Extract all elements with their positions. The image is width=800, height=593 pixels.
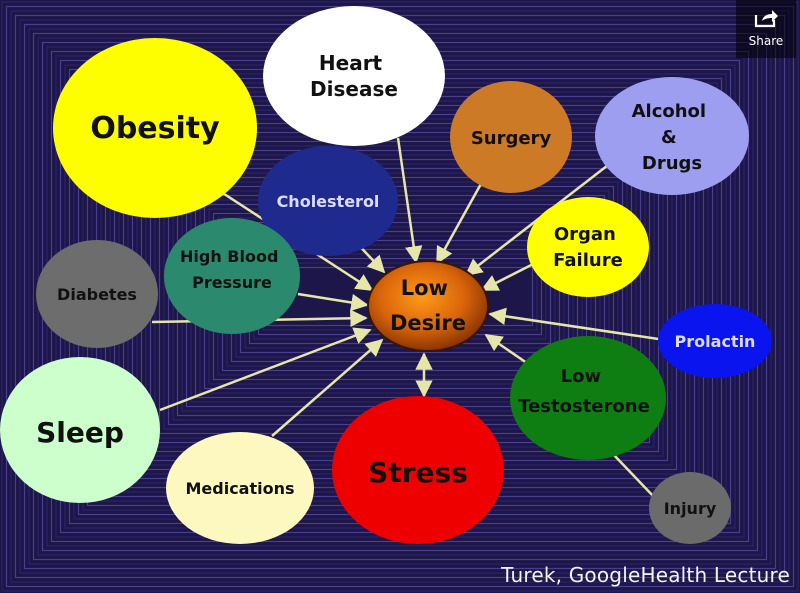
node-alcohol-label-2: & [661,127,677,148]
svg-text:Heart Disease: Heart Disease [310,51,398,101]
node-heart-disease: Heart Disease [263,6,445,146]
node-organ-failure: Organ Failure [527,197,649,297]
background-frame [14,14,786,579]
node-sleep-label: Sleep [36,416,124,449]
node-high-blood-pressure: High Blood Pressure [164,218,300,334]
arrow-prolactin [488,307,666,342]
node-heart-disease-circle [263,6,445,146]
background-frame [10,10,790,583]
node-stress-circle [332,396,504,544]
arrow-surgery [435,181,484,265]
arrow-heart-disease [396,137,423,264]
background-frame [5,5,795,588]
node-low-desire: Low Desire [367,260,489,352]
node-cholesterol: Cholesterol [258,146,398,256]
node-medications: Medications [166,432,314,544]
node-low-testosterone-circle [510,336,666,460]
node-high-blood-pressure-circle [164,218,300,334]
node-surgery-circle [450,81,572,193]
node-medications-circle [166,432,314,544]
node-alcohol-label-3: Drugs [642,153,702,174]
node-organ-failure-circle [527,197,649,297]
node-cholesterol-label: Cholesterol [277,192,380,211]
node-surgery: Surgery [450,81,572,193]
node-heart-disease-label-2: Disease [310,77,398,101]
node-low-desire-label-2: Desire [390,311,466,335]
node-obesity-circle [53,38,257,218]
node-injury: Injury [649,472,731,544]
share-button[interactable]: Share [736,0,796,58]
node-stress: Stress [332,396,504,544]
svg-text:Alcohol & Drug: Alcohol & Drugs [632,101,713,174]
node-sleep: Sleep [0,357,160,503]
node-diabetes-circle [36,240,158,348]
node-diabetes-label: Diabetes [57,285,137,304]
arrow-medications [271,338,384,437]
svg-text:Low Testosterone: Low Testosterone [518,366,650,417]
node-prolactin-circle [658,304,772,378]
svg-text:High Blood Pressure: High Blood Pressure [180,247,284,292]
node-cholesterol-circle [258,146,398,256]
node-alcohol-drugs: Alcohol & Drugs [595,77,749,195]
arrow-sleep [159,327,372,412]
share-label: Share [748,34,784,48]
node-medications-label: Medications [185,479,294,498]
node-diabetes: Diabetes [36,240,158,348]
node-heart-disease-label-1: Heart [319,51,383,75]
node-low-testosterone-label-2: Testosterone [518,396,650,417]
node-low-desire-label-1: Low [401,276,448,300]
svg-text:Low Desire: Low Desire [390,276,466,335]
node-obesity: Obesity [53,38,257,218]
arrow-high-bp [297,292,369,312]
node-injury-label: Injury [664,499,717,518]
node-low-desire-circle [367,260,489,352]
node-obesity-label: Obesity [90,111,220,146]
node-organ-failure-label-1: Organ [554,224,616,245]
node-surgery-label: Surgery [471,128,552,149]
node-high-bp-label-2: Pressure [192,273,272,292]
node-alcohol-label-1: Alcohol [632,101,707,122]
node-low-testosterone: Low Testosterone [510,336,666,460]
node-alcohol-drugs-circle [595,77,749,195]
node-prolactin-label: Prolactin [675,332,756,351]
node-injury-circle [649,472,731,544]
node-stress-label: Stress [368,456,468,489]
node-organ-failure-label-2: Failure [553,250,623,271]
credit-text: Turek, GoogleHealth Lecture [501,563,790,587]
svg-text:Organ Failure: Organ Failure [553,224,623,271]
node-low-testosterone-label-1: Low [561,366,601,387]
arrow-injury [611,452,656,499]
share-icon [754,10,778,28]
node-sleep-circle [0,357,160,503]
node-high-bp-label-1: High Blood [180,247,278,266]
node-prolactin: Prolactin [658,304,772,378]
